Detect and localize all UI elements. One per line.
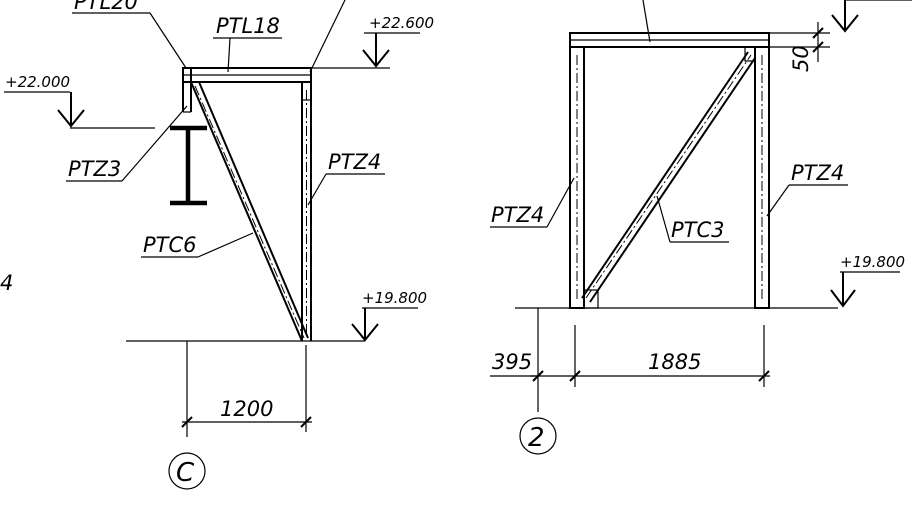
label-ptz3: PTZ3	[66, 105, 188, 182]
dimension-1200: 1200	[181, 341, 312, 437]
axis-bubble-2: 2	[519, 417, 557, 455]
elevation-marker-base: +19.800	[351, 289, 427, 342]
elevation-base-text: +19.800	[362, 289, 427, 307]
brace-ptc6	[190, 81, 309, 342]
label-ptz3-text: PTZ3	[68, 157, 121, 181]
label-ptc3: PTC3	[656, 195, 729, 243]
label-ptc6-text: PTC6	[143, 233, 197, 257]
elevation-marker-top-right: 50	[769, 0, 912, 72]
label-ptz4: PTZ4	[307, 150, 385, 206]
label-ptl18-text: PTL18	[216, 14, 280, 38]
leader-top-right	[309, 0, 346, 73]
label-ptz4-text: PTZ4	[328, 150, 381, 174]
elevation-top-text: +22.600	[369, 14, 434, 32]
axis-c-text: C	[176, 458, 195, 488]
label-ptc6: PTC6	[141, 232, 254, 258]
beam-ptl18	[182, 67, 312, 83]
right-section-view: PTZ4 PTZ4 PTC3 +19.800	[490, 0, 912, 455]
left-section-view: PTL20 PTL18 +22.600 +22.000	[0, 0, 434, 490]
beam-support-left	[182, 68, 192, 113]
dimension-1885-text: 1885	[648, 350, 701, 374]
label-ptl20-text: PTL20	[74, 0, 138, 14]
elevation-marker-beam: +22.000	[4, 73, 155, 129]
dimension-1200-text: 1200	[220, 397, 273, 421]
leader-top-beam	[642, 0, 651, 43]
label-ptz4-right: PTZ4	[766, 161, 848, 217]
edge-fragment-text: 4	[0, 271, 13, 295]
dimension-50-text: 50	[789, 45, 813, 72]
top-beam-right	[569, 32, 770, 48]
elevation-beam-text: +22.000	[5, 73, 70, 91]
column-ptz4-right	[744, 46, 770, 309]
dimension-395-text: 395	[492, 350, 532, 374]
ibeam-section-ptz3	[170, 125, 207, 206]
dimension-chain-right: 395 1885	[490, 308, 770, 412]
axis-2-text: 2	[528, 423, 545, 453]
label-ptz4-left-text: PTZ4	[491, 203, 544, 227]
axis-bubble-c: C	[168, 452, 206, 490]
elevation-base-right-text: +19.800	[840, 253, 905, 271]
label-ptl20: PTL20	[72, 0, 187, 69]
elevation-marker-base-right: +19.800	[830, 253, 905, 308]
label-ptl18: PTL18	[213, 14, 282, 73]
column-ptz4-left	[569, 46, 599, 309]
column-ptz4	[301, 81, 312, 341]
label-ptc3-text: PTC3	[671, 218, 725, 242]
elevation-marker-top: +22.600	[311, 14, 434, 69]
label-ptz4-right-text: PTZ4	[791, 161, 844, 185]
brace-ptc3	[581, 51, 756, 303]
label-ptz4-left: PTZ4	[490, 177, 575, 228]
